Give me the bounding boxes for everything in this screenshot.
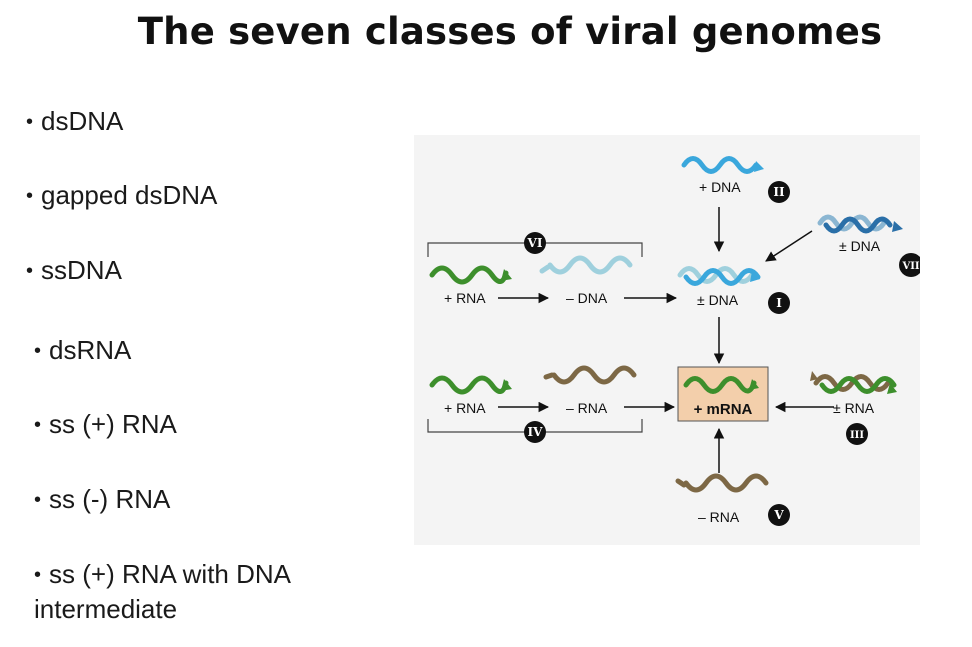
- mrna-box: [677, 366, 769, 422]
- list-item-text: gapped dsDNA: [41, 180, 218, 210]
- class-label-ii: II: [773, 185, 785, 199]
- bullet-dot: •: [26, 111, 34, 133]
- list-item-text: ss (+) RNA: [49, 409, 177, 439]
- minus-rna-strand-v: [675, 473, 769, 493]
- class-badge-iv: [524, 421, 546, 443]
- label-minus-dna-vi: – DNA: [566, 290, 608, 306]
- strand-arrowhead: [750, 271, 760, 282]
- strand-arrowhead: [887, 383, 897, 394]
- bullet-dot: •: [26, 185, 34, 207]
- pm-rna-strand-iii-b: [819, 376, 897, 394]
- bullet-dot: •: [34, 489, 42, 511]
- minus-rna-strand-iv: [543, 365, 637, 385]
- class-badge-ii: [768, 181, 790, 203]
- class-label-v: V: [773, 508, 784, 522]
- minus-dna-strand-vi: [539, 255, 633, 275]
- class-badge-iii: [846, 423, 868, 445]
- arrow-vii-to-i: [765, 230, 813, 262]
- mrna-strand: [683, 376, 757, 394]
- list-item-text: ss (+) RNA with DNA: [49, 559, 292, 589]
- list-item: • ssDNA: [26, 255, 122, 286]
- list-item: • ss (+) RNA with DNA: [34, 559, 291, 590]
- label-plus-dna: + DNA: [699, 179, 741, 195]
- label-pm-dna-vii: ± DNA: [839, 238, 881, 254]
- strand-arrowhead: [501, 379, 512, 391]
- class-label-vi: VI: [527, 236, 543, 250]
- strand-arrowhead: [810, 371, 818, 381]
- class-badge-vi: [524, 232, 546, 254]
- class-badge-vii: [899, 253, 920, 277]
- strand-arrowhead: [501, 269, 512, 281]
- list-item-text: ssDNA: [41, 255, 122, 285]
- label-plus-rna-vi: + RNA: [444, 290, 486, 306]
- pm-dna-strand-vii-b: [823, 216, 893, 234]
- plus-rna-strand-vi: [429, 265, 509, 285]
- strand-arrowhead: [749, 379, 759, 390]
- class-badge-i: [768, 292, 790, 314]
- list-item: • dsDNA: [26, 106, 123, 137]
- diagram-canvas: + DNA II ± DNA VII VI + RNA – DNA ± DNA …: [427, 156, 920, 526]
- list-item: • ss (+) RNA: [34, 409, 177, 440]
- bullet-dot: •: [34, 414, 42, 436]
- class-label-iv: IV: [528, 425, 544, 439]
- page-title: The seven classes of viral genomes: [137, 10, 883, 53]
- list-item-text: ss (-) RNA: [49, 484, 171, 514]
- mrna-label: + mRNA: [694, 401, 753, 418]
- label-minus-rna-iv: – RNA: [566, 400, 608, 416]
- label-plus-rna-iv: + RNA: [444, 400, 486, 416]
- class-label-iii: III: [850, 430, 864, 441]
- list-item: • dsRNA: [34, 335, 131, 366]
- label-pm-dna-center: ± DNA: [697, 292, 739, 308]
- plus-rna-strand-iv: [429, 375, 509, 395]
- bullet-dot: •: [34, 340, 42, 362]
- pm-dna-strand-i-b: [683, 268, 761, 286]
- bullet-dot: •: [34, 564, 42, 586]
- class-badge-v: [768, 504, 790, 526]
- class-label-vii: VII: [901, 261, 919, 272]
- bullet-dot: •: [26, 260, 34, 282]
- list-item-continuation: intermediate: [34, 594, 178, 624]
- list-item: • gapped dsDNA: [26, 180, 217, 211]
- class-label-i: I: [776, 296, 782, 310]
- list-item: • ss (-) RNA: [34, 484, 170, 515]
- strand-arrowhead: [892, 221, 903, 232]
- label-minus-rna-v: – RNA: [698, 509, 740, 525]
- list-item-text: dsRNA: [49, 335, 132, 365]
- list-item-text: dsDNA: [41, 106, 124, 136]
- label-pm-rna-iii: ± RNA: [833, 400, 875, 416]
- baltimore-diagram: + DNA II ± DNA VII VI + RNA – DNA ± DNA …: [414, 135, 920, 545]
- plus-dna-strand: [681, 156, 759, 174]
- strand-arrowhead: [754, 161, 764, 172]
